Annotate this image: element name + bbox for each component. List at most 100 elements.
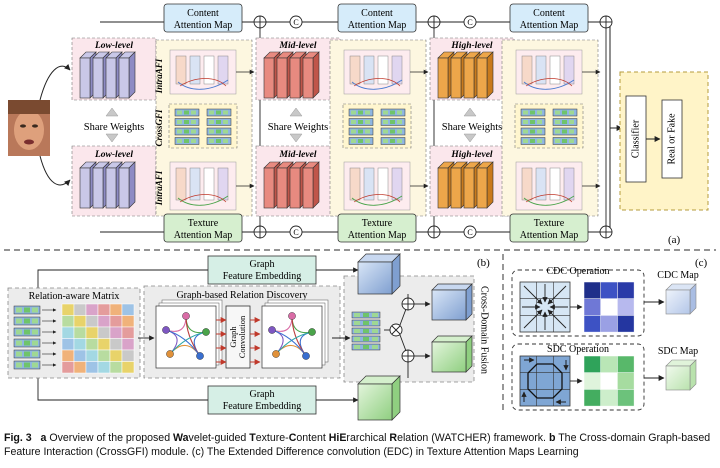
sdc-output-cell bbox=[617, 372, 635, 390]
cdc-output-cell bbox=[600, 281, 618, 299]
fusion-feature-row bbox=[351, 343, 381, 351]
share-weights-arrow-down bbox=[289, 133, 303, 143]
matrix-cell bbox=[109, 338, 123, 351]
caption-a-text6: elation (WATCHER) framework. bbox=[397, 432, 546, 444]
matrix-row-feature bbox=[13, 360, 57, 370]
intra-afi-label-top: IntraAFI bbox=[154, 58, 164, 94]
level-label-top: Mid-level bbox=[279, 41, 317, 51]
matrix-cell bbox=[73, 303, 87, 316]
relation-matrix-title: Relation-aware Matrix bbox=[29, 291, 120, 302]
gfe-bottom-in bbox=[37, 378, 208, 401]
fusion-feature-row bbox=[351, 327, 381, 335]
matrix-row-feature bbox=[13, 305, 57, 315]
cdc-operation-title: CDC Operation bbox=[546, 266, 609, 277]
cdc-output-cell bbox=[617, 281, 635, 299]
caption-a-text5: rarchical bbox=[346, 432, 390, 444]
matrix-cell bbox=[109, 361, 123, 374]
add-op-top bbox=[253, 15, 267, 29]
panel-c-edc: (c) CDC Operation CDC Map SDC Oper bbox=[511, 257, 708, 411]
sdc-output-cell bbox=[583, 389, 601, 407]
feature-blocks-top bbox=[79, 51, 136, 99]
caption-b-text: The Cross-domain Graph-based Feature Int… bbox=[4, 432, 711, 458]
feature-blocks-top bbox=[437, 51, 494, 99]
concat-symbol: C bbox=[467, 228, 472, 237]
caption-a-text4: ontent bbox=[296, 432, 329, 444]
graph-node bbox=[166, 350, 174, 358]
level-label-bottom: Mid-level bbox=[279, 150, 317, 160]
matrix-cell bbox=[97, 338, 111, 351]
panel-c-tag: (c) bbox=[695, 257, 708, 269]
cross-domain-fusion-label: Cross-Domain Fusion bbox=[479, 286, 490, 374]
share-weights-label: Share Weights bbox=[84, 122, 145, 133]
add-op-bottom bbox=[599, 225, 613, 239]
concat-symbol: C bbox=[293, 228, 298, 237]
caption-a-text1: Overview of the proposed bbox=[49, 432, 174, 444]
matrix-cell bbox=[109, 303, 123, 316]
intra-afi-panel-bottom bbox=[169, 161, 237, 211]
feature-blocks-top bbox=[263, 51, 320, 99]
content-feature-cube bbox=[357, 253, 401, 295]
gfe-bottom-line2: Feature Embedding bbox=[223, 401, 302, 412]
texture-feature-cube bbox=[357, 375, 401, 421]
intra-afi-panel-top bbox=[343, 49, 411, 95]
matrix-cell bbox=[61, 303, 75, 316]
fusion-multiply bbox=[389, 323, 403, 337]
sdc-output-cell bbox=[617, 355, 635, 373]
relation-discovery-title: Graph-based Relation Discovery bbox=[176, 290, 307, 301]
caption-r: R bbox=[389, 432, 398, 444]
matrix-cell bbox=[61, 361, 75, 374]
graph-node bbox=[288, 312, 296, 320]
fused-texture-cube bbox=[431, 335, 473, 373]
matrix-cell bbox=[85, 315, 99, 328]
content-attention-map-line1: Content bbox=[533, 8, 565, 19]
fusion-feature-row bbox=[351, 335, 381, 343]
texture-attention-map-line1: Texture bbox=[362, 218, 393, 229]
concat-op-bottom: C bbox=[463, 225, 477, 239]
matrix-cell bbox=[121, 361, 135, 374]
graph-node bbox=[202, 328, 210, 336]
matrix-cell bbox=[73, 326, 87, 339]
share-weights-arrow-down bbox=[105, 133, 119, 143]
cdc-kernel-grid bbox=[519, 281, 571, 333]
cross-gfi-panel bbox=[514, 103, 584, 149]
sdc-output-cell bbox=[583, 355, 601, 373]
share-weights-arrow-up bbox=[105, 107, 119, 117]
intra-afi-panel-bottom bbox=[343, 161, 411, 211]
content-attention-map-line1: Content bbox=[187, 8, 219, 19]
texture-attention-map-line1: Texture bbox=[534, 218, 565, 229]
caption-t: T bbox=[249, 432, 256, 444]
caption-c: C bbox=[288, 432, 297, 444]
panel-b-tag: (b) bbox=[477, 257, 490, 269]
matrix-cell bbox=[85, 326, 99, 339]
content-attention-map-line2: Attention Map bbox=[520, 20, 579, 31]
matrix-cell bbox=[61, 315, 75, 328]
share-weights-arrow-up bbox=[463, 107, 477, 117]
sdc-output-cell bbox=[617, 389, 635, 407]
panel-b-crossgfi: (b) Graph Feature Embedding Graph Featur… bbox=[7, 253, 490, 421]
sdc-output-grid bbox=[570, 355, 635, 407]
matrix-row-feature bbox=[13, 349, 57, 359]
sdc-output-cell bbox=[600, 355, 618, 373]
caption-hie: HiE bbox=[328, 432, 347, 444]
matrix-cell bbox=[73, 361, 87, 374]
cross-gfi-label: CrossGFI bbox=[154, 109, 164, 147]
caption-b-label: b bbox=[548, 432, 556, 444]
feature-blocks-bottom bbox=[263, 161, 320, 209]
fusion-add-bottom bbox=[401, 349, 415, 363]
sdc-map-cube bbox=[665, 359, 697, 391]
graph-convolution-box bbox=[225, 305, 251, 369]
add-op-top bbox=[599, 15, 613, 29]
fusion-feature-row bbox=[351, 319, 381, 327]
level-label-top: Low-level bbox=[94, 41, 133, 51]
intra-afi-panel-bottom bbox=[515, 161, 583, 211]
matrix-cell bbox=[109, 326, 123, 339]
level-label-bottom: High-level bbox=[450, 150, 493, 160]
concat-op-top: C bbox=[289, 15, 303, 29]
share-weights-arrow-down bbox=[463, 133, 477, 143]
